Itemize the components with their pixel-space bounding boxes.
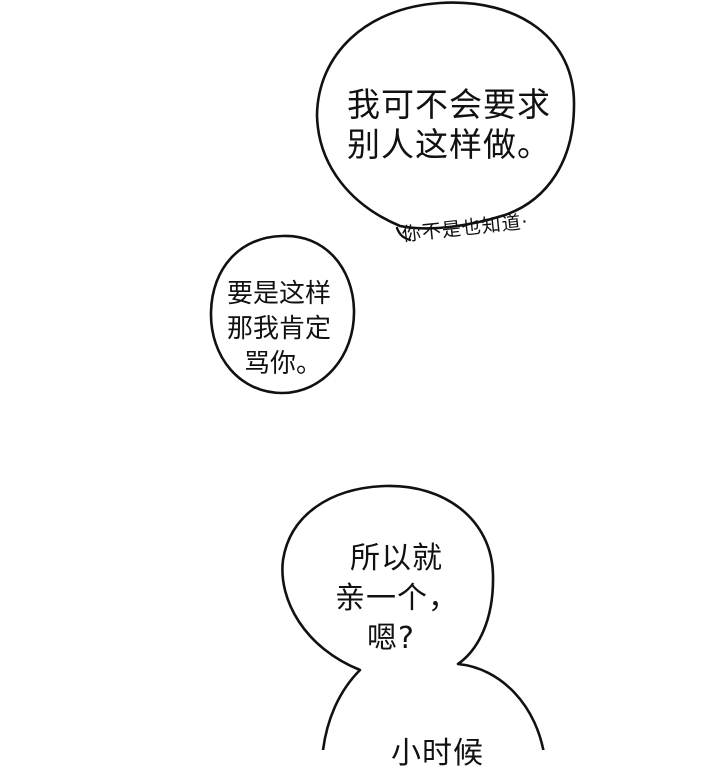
bubble-bottom-line-3: 嗯? <box>367 621 415 656</box>
bubble-bottom-cut-line-1: 小时候 <box>391 736 484 771</box>
bubble-bottom-line-1: 所以就 <box>350 541 443 576</box>
speech-bubble-bottom <box>281 484 545 750</box>
bubble-tail-stroke <box>395 226 412 242</box>
bubble-bottom-line-2: 亲一个， <box>335 581 459 616</box>
bubble-middle-left-line-2: 那我肯定 <box>227 314 332 344</box>
speech-bubble-middle-left <box>209 234 356 395</box>
bubble-middle-left-line-3: 骂你。 <box>244 349 323 379</box>
bubble-top-right-line-2: 别人这样做。 <box>347 125 551 164</box>
bubble-top-right-line-1: 我可不会要求 <box>347 85 551 124</box>
bubble-middle-left-line-1: 要是这样 <box>227 279 332 309</box>
comic-panel <box>209 1 576 750</box>
speech-bubble-top-right <box>315 1 576 230</box>
